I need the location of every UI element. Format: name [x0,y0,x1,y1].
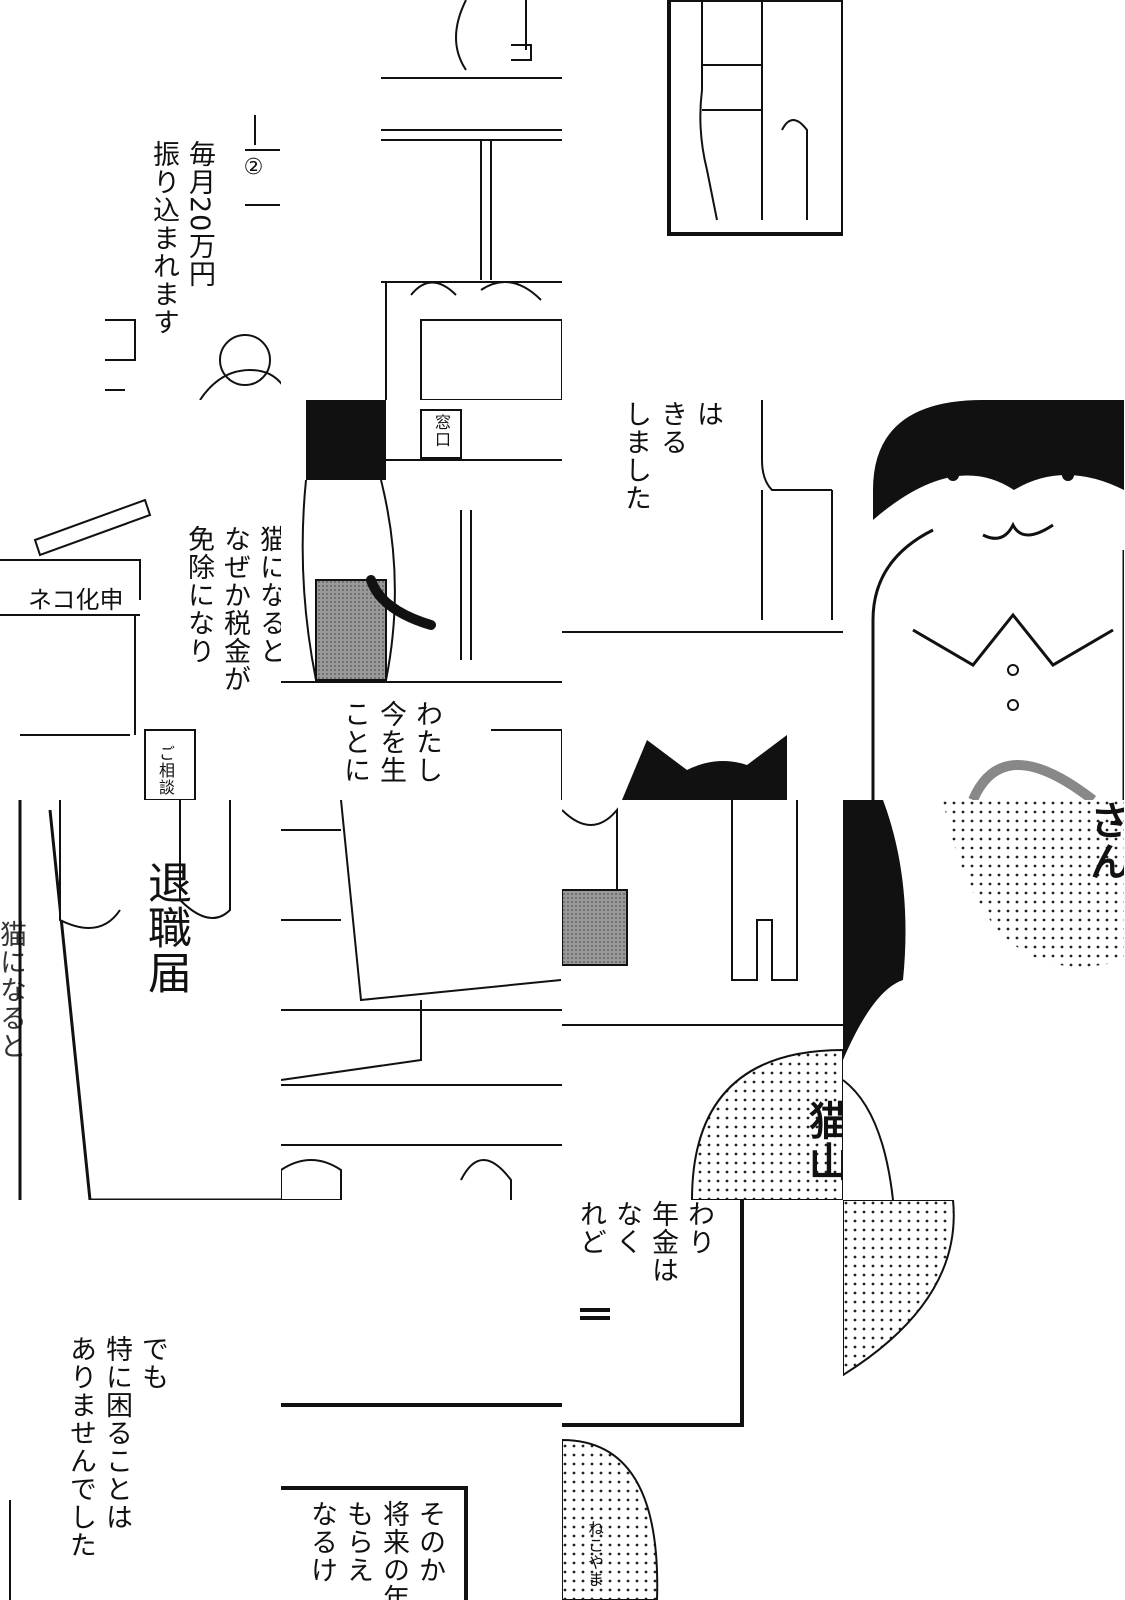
step-badge: ② [241,155,266,181]
narration-line: 毎月20万円 [184,140,215,289]
narration-line: もらえ [342,1500,373,1584]
office-clerk-drawing [105,115,281,400]
panel-r1c1: 窓口 わたし今を生ことに [281,400,562,800]
name-tag-text: ねこやま [585,1520,604,1588]
narration-line: ありませんでした [65,1335,96,1559]
narration-line: 今を生 [375,700,406,784]
narration-line: でも [137,1335,168,1391]
narration-text: でも特に困ることはありませんでした [62,1335,170,1559]
panel-r0c0: ② 毎月20万円振り込まれます [0,0,281,400]
narration-line: れど [575,1200,606,1256]
chair-drawing [562,400,843,800]
narration-text: わり年金はなくれど [572,1200,716,1284]
panel-r3c3 [843,1200,1124,1600]
application-window-drawing [0,498,196,800]
narration-line: なく [611,1200,642,1256]
narration-line: 年金は [647,1200,678,1284]
narration-line: わたし [411,700,442,784]
resignation-letter-text: 退職届 [140,860,191,995]
window-sign: 窓口 [432,414,451,448]
partial-text: 猫になると [0,920,26,1060]
narration-text: そのか将来の年もらえなるけ [303,1500,447,1600]
narration-text: わたし今を生ことに [336,700,444,784]
narration-text: はきるしました [617,400,725,512]
narration-line: 将来の年 [378,1500,409,1600]
name-suffix-text: さん [1083,800,1124,882]
panel-r2c0: 退職届 猫になると [0,800,281,1200]
resignation-letter-drawing [18,800,281,1200]
panel-r2c3: さん [843,800,1124,1200]
narration-line: なぜか税金が [219,525,250,693]
panel-r0c2 [562,0,843,400]
narration-line: そのか [414,1500,445,1584]
narration-line: は [692,400,723,428]
cat-at-counter-drawing [281,400,562,800]
narration-line: 特に困ることは [101,1335,132,1531]
consultation-card: ご相談 [156,745,175,796]
application-sign: ネコ化申 [28,586,124,614]
panel-border-drawing [9,1500,11,1600]
narration-line: きる [656,400,687,456]
panel-r2c2: 猫山 [562,800,843,1200]
narration-line: 振り込まれます [148,140,179,336]
woman-and-cat-drawing [562,800,843,1200]
doorway-drawing [281,800,562,1200]
panel-r2c1 [281,800,562,1200]
panel-r3c1: そのか将来の年もらえなるけ [281,1200,562,1600]
panel-r1c3 [843,400,1124,800]
cat-legs-drawing [667,0,843,236]
panel-r0c1 [281,0,562,400]
panel-r1c0: ご相談 ネコ化申 猫になるとなぜか税金が免除になり [0,400,281,800]
narration-line: ことに [339,700,370,784]
narration-text: 猫になるとなぜか税金が免除になり [180,525,281,693]
narration-line: 免除になり [183,525,214,665]
narration-line: わり [683,1200,714,1256]
panel-r1c2: はきるしました [562,400,843,800]
panel-r3c0: でも特に困ることはありませんでした [0,1200,281,1600]
narration-line: 猫になると [255,525,281,665]
bag-drawing [843,800,1124,1200]
counter-desk-drawing [381,0,562,400]
cat-body-drawing [562,1200,744,1600]
panel-r3c2: わり年金はなくれど ねこやま [562,1200,843,1600]
panel-r0c3 [843,0,1124,400]
narration-text: 毎月20万円振り込まれます [145,140,217,336]
nameplate-text: 猫山 [802,1100,843,1182]
narration-line: なるけ [306,1500,337,1584]
dotted-shape-drawing [843,1200,955,1377]
panel-border-drawing [281,1403,562,1600]
cat-face-drawing [871,400,1124,800]
narration-line: しました [620,400,651,512]
